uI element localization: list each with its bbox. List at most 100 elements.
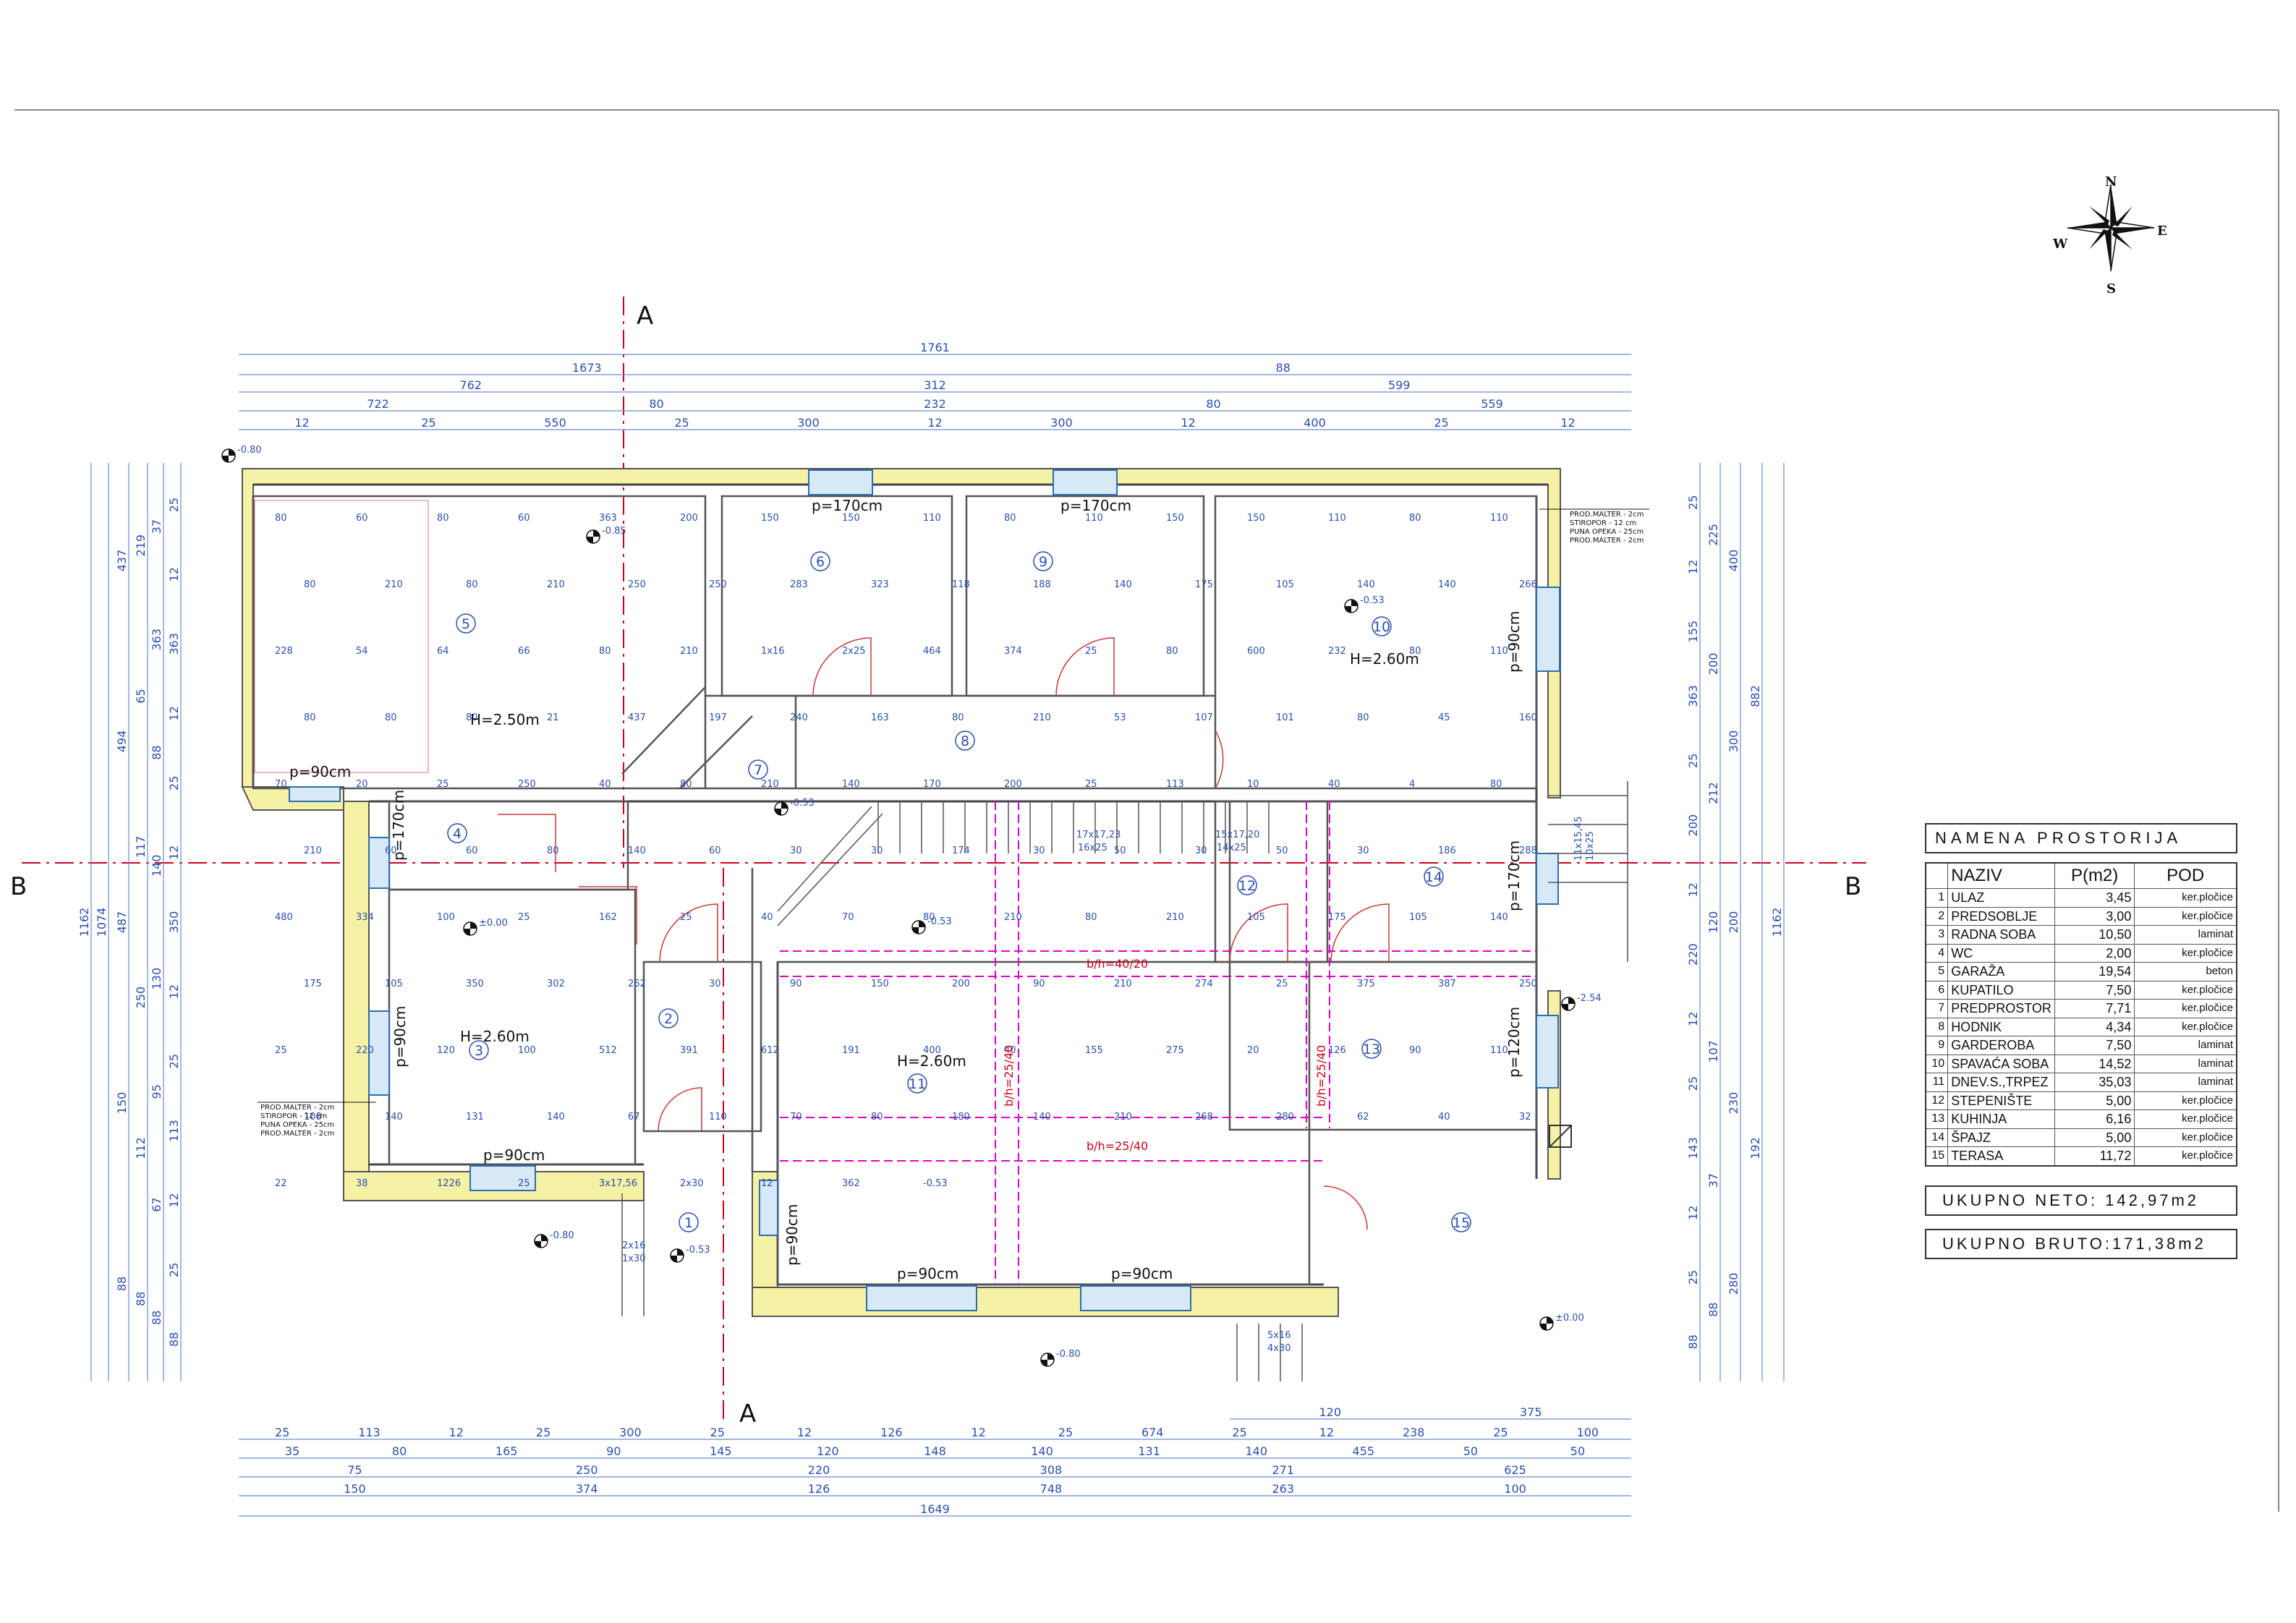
legend-cell-name: ŠPAJZ bbox=[1947, 1128, 2055, 1147]
legend-cell-area: 11,72 bbox=[2054, 1146, 2135, 1166]
inner-dimension-value: 80 bbox=[1409, 646, 1421, 657]
legend-cell-no: 5 bbox=[1925, 962, 1949, 981]
legend-cell-name: KUPATILO bbox=[1947, 980, 2055, 1000]
inner-dimension-value: 160 bbox=[1519, 712, 1537, 723]
dimension-value: 280 bbox=[1727, 1273, 1740, 1295]
dimension-value: 12 bbox=[167, 567, 181, 582]
dimension-value: 80 bbox=[1206, 397, 1220, 411]
inner-dimension-value: 150 bbox=[761, 513, 779, 524]
inner-dimension-value: 80 bbox=[466, 579, 478, 590]
dimension-value: 25 bbox=[167, 776, 181, 791]
window-label-14: p=170cm bbox=[1505, 840, 1523, 911]
dimension-value: 232 bbox=[924, 397, 946, 411]
inner-dimension-value: 140 bbox=[1033, 1112, 1051, 1123]
room-circle-8 bbox=[955, 730, 975, 751]
dimension-value: 120 bbox=[1706, 911, 1720, 934]
legend-cell-floor: ker.pločice bbox=[2134, 1128, 2237, 1147]
inner-dimension-value: 126 bbox=[1328, 1045, 1346, 1056]
legend-cell-area: 10,50 bbox=[2054, 925, 2135, 945]
legend-cell-floor: laminat bbox=[2134, 1073, 2237, 1092]
inner-dimension-value: 174 bbox=[952, 845, 970, 856]
dimension-value: 12 bbox=[1319, 1426, 1334, 1439]
interior-walls bbox=[252, 495, 1538, 1286]
dimension-value: 12 bbox=[1686, 560, 1700, 574]
inner-dimension-value: 66 bbox=[518, 646, 530, 657]
inner-dimension-value: 163 bbox=[871, 712, 889, 723]
inner-dimension-value: 302 bbox=[547, 979, 565, 989]
inner-dimension-value: 30 bbox=[790, 845, 802, 856]
legend-cell-area: 7,50 bbox=[2054, 1036, 2135, 1055]
inner-dimension-value: 30 bbox=[1195, 845, 1207, 856]
dimension-value: 150 bbox=[115, 1092, 129, 1115]
room-circle-15 bbox=[1451, 1212, 1471, 1232]
dimension-value: 12 bbox=[294, 416, 309, 430]
window-label-6: p=170cm bbox=[812, 497, 883, 514]
dimension-value: 25 bbox=[710, 1426, 725, 1439]
room-number: 12 bbox=[1238, 878, 1256, 894]
inner-dimension-value: 334 bbox=[356, 912, 374, 923]
wall-note-right-2: STIROPOR - 12 cm bbox=[1570, 519, 1636, 527]
inner-dimension-value: 118 bbox=[952, 579, 970, 590]
window-label-3-side: p=90cm bbox=[391, 1006, 409, 1068]
inner-dimension-value: 140 bbox=[1357, 579, 1375, 590]
room-number: 9 bbox=[1039, 554, 1047, 570]
legend-cell-name: DNEV.S.,TRPEZ bbox=[1947, 1073, 2055, 1092]
legend-cell-no: 8 bbox=[1925, 1017, 1949, 1036]
wall-note-left-4: PROD.MALTER - 2cm bbox=[260, 1130, 334, 1138]
stair-label-1b: 16x25 bbox=[1078, 843, 1107, 853]
inner-dimension-value: 80 bbox=[923, 912, 935, 923]
dimension-value: 107 bbox=[1706, 1040, 1720, 1062]
dimension-value: 1162 bbox=[1770, 908, 1784, 937]
inner-dimension-value: 362 bbox=[842, 1178, 860, 1189]
inner-dimension-value: 600 bbox=[1247, 646, 1265, 657]
inner-dimension-value: 480 bbox=[275, 912, 293, 923]
inner-dimension-value: 400 bbox=[923, 1045, 941, 1056]
dimension-value: 271 bbox=[1272, 1463, 1294, 1477]
dimension-value: 50 bbox=[1463, 1444, 1478, 1458]
dimension-value: 1761 bbox=[920, 341, 950, 354]
legend-cell-no: 10 bbox=[1925, 1054, 1949, 1073]
level-value: -0.53 bbox=[790, 798, 815, 809]
room-circle-12 bbox=[1237, 875, 1257, 895]
inner-dimension-value: 110 bbox=[1085, 513, 1103, 524]
section-b-left-mark: B bbox=[10, 872, 27, 901]
dimension-value: 748 bbox=[1040, 1482, 1063, 1496]
dimension-value: 300 bbox=[797, 416, 820, 430]
dimension-value: 599 bbox=[1388, 378, 1411, 392]
inner-dimension-value: 1x16 bbox=[761, 646, 785, 657]
inner-dimension-value: 80 bbox=[1166, 646, 1178, 657]
legend-cell-area: 19,54 bbox=[2054, 962, 2135, 981]
wall-note-right: PROD.MALTER - 2cm STIROPOR - 12 cm PUNA … bbox=[1539, 508, 1649, 545]
dimension-value: 25 bbox=[167, 1054, 181, 1068]
dimension-value: 230 bbox=[1727, 1092, 1740, 1115]
room-number: 4 bbox=[453, 826, 462, 842]
room-number: 1 bbox=[684, 1215, 693, 1231]
inner-dimension-value: 437 bbox=[628, 712, 646, 723]
stair-label-2b: 14x25 bbox=[1217, 843, 1246, 853]
dimension-value: 494 bbox=[115, 730, 129, 753]
inner-dimension-value: 80 bbox=[1490, 779, 1502, 790]
inner-dimension-value: 155 bbox=[1085, 1045, 1103, 1056]
inner-dimension-value: 80 bbox=[275, 513, 287, 524]
inner-dimension-value: 32 bbox=[1519, 1112, 1531, 1123]
window-label-11b: p=90cm bbox=[1111, 1265, 1173, 1282]
beams bbox=[780, 801, 1536, 1285]
level-marker-icon: -0.53 bbox=[1344, 595, 1385, 613]
legend-cell-floor: ker.pločice bbox=[2134, 888, 2237, 908]
legend-cell-no: 4 bbox=[1925, 943, 1949, 963]
garage-door-area bbox=[254, 500, 429, 773]
inner-dimension-value: 162 bbox=[599, 912, 617, 923]
dimension-value: 25 bbox=[275, 1426, 289, 1439]
inner-dimension-value: 40 bbox=[1004, 1045, 1016, 1056]
stair-label-2: 15x17,20 bbox=[1215, 830, 1259, 840]
inner-dimension-value: 140 bbox=[385, 1112, 403, 1123]
inner-dimension-value: 22 bbox=[275, 1178, 287, 1189]
dimension-value: 12 bbox=[1686, 1012, 1700, 1026]
level-marker-icon: -0.80 bbox=[534, 1230, 574, 1248]
office-height-label: H=2.60m bbox=[460, 1028, 530, 1045]
dimension-value: 437 bbox=[115, 550, 129, 572]
inner-dimension-value: 20 bbox=[356, 779, 368, 790]
